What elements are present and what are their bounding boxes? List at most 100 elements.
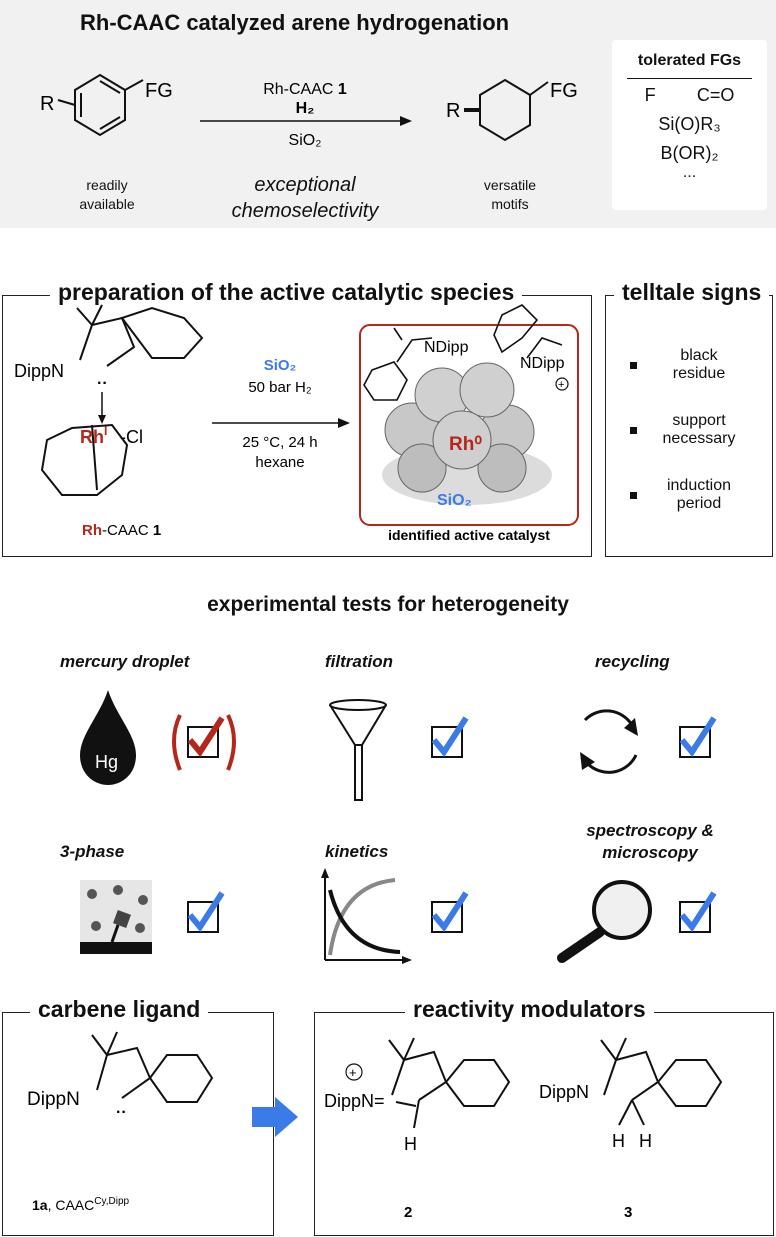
cmpd3-dippn: DippN [539, 1082, 589, 1102]
fg-more: ... [682, 164, 697, 181]
reagent-h2: H₂ [296, 100, 315, 117]
active-catalyst-label: identified active catalyst [388, 527, 550, 543]
rh-nanoparticle [384, 362, 535, 493]
tolerated-rule [627, 78, 752, 79]
fg-silane: Si(O)R₃ [658, 114, 721, 134]
ligand-label: 1a, CAACCy,Dipp [32, 1196, 130, 1213]
compound-2-structure [388, 1037, 511, 1129]
sio2-label: SiO₂ [437, 492, 472, 509]
cmpd2-label: 2 [404, 1204, 412, 1221]
chloride: -Cl [120, 427, 143, 447]
preparation-title: preparation of the active catalytic spec… [50, 279, 523, 306]
cond-sio2: SiO₂ [264, 357, 297, 374]
carbene-ligand-title: carbene ligand [30, 996, 209, 1023]
hg-label: Hg [95, 752, 118, 772]
bullet-icon [630, 491, 637, 499]
transition-arrow-icon [252, 1097, 298, 1137]
caac-ring [40, 304, 204, 496]
blue-check-icon [679, 716, 717, 758]
fg-carbonyl: C=O [696, 85, 735, 105]
telltale-item: support necessary [630, 405, 760, 455]
paren-right-icon [226, 714, 236, 771]
test-label-filtration: filtration [325, 652, 393, 671]
product-r: R [446, 100, 460, 122]
telltale-item: black residue [630, 340, 760, 390]
carbene-lone-pair: ·· [116, 1104, 127, 1121]
test-label-kinetics: kinetics [325, 842, 389, 861]
reactant-fg: FG [145, 80, 173, 102]
blue-check-icon [679, 891, 717, 933]
kinetics-plot-icon [321, 868, 412, 964]
plus-charge-icon [345, 1063, 363, 1081]
complex-label: Rh-CAAC 1 [82, 522, 161, 539]
recycle-arrows-icon [580, 709, 638, 774]
ndipp-left: NDipp [424, 339, 469, 356]
rh0-label: Rh⁰ [449, 434, 482, 455]
reactant-r: R [40, 93, 54, 115]
magnifier-icon [557, 880, 652, 963]
telltale-item: induction period [630, 470, 760, 520]
cmpd3-h1: H [612, 1131, 625, 1151]
ligand-dippn: DippN [27, 1089, 80, 1110]
test-label-recycling: recycling [595, 652, 670, 671]
tolerated-row-1: F C=O [612, 85, 767, 106]
modulators-structures: + DippN= H 2 DippN H H 3 [324, 1037, 723, 1221]
cond-pressure: 50 bar H₂ [248, 379, 312, 396]
blue-check-icon [187, 891, 225, 933]
telltale-text: induction period [666, 477, 732, 512]
cyclohexane-ring [464, 78, 549, 142]
plus-sign: + [349, 1065, 357, 1080]
fg-boronate: B(OR)₂ [660, 143, 719, 163]
tests-title: experimental tests for heterogeneity [207, 593, 569, 616]
reagent-catalyst: Rh-CAAC 1 [263, 81, 347, 98]
carbene-dots: ·· [97, 375, 108, 392]
three-phase-icon [80, 880, 152, 954]
bullet-icon [630, 361, 637, 369]
plus-sign: + [558, 379, 564, 391]
telltale-title: telltale signs [614, 279, 770, 306]
active-catalyst-frame [359, 324, 579, 526]
fg-f: F [644, 85, 656, 105]
benzene-ring [57, 73, 144, 137]
tolerated-title: tolerated FGs [637, 52, 742, 69]
hydrogenation-scheme: FG R Rh-CAAC 1 H₂ SiO₂ FG R [40, 73, 578, 149]
telltale-box [605, 295, 773, 557]
telltale-list: black residue support necessary inductio… [630, 340, 760, 520]
caac-ligand-structure: DippN ·· 1a, CAACCy,Dipp [27, 1031, 214, 1213]
paren-left-icon [172, 714, 182, 771]
blue-check-icon [431, 716, 469, 758]
cmpd2-dippn: DippN= [324, 1091, 385, 1111]
cmpd3-h2: H [639, 1131, 652, 1151]
telltale-text: support necessary [662, 412, 736, 447]
adsorbed-ligands [363, 304, 563, 401]
funnel-icon [329, 699, 387, 801]
page-title: Rh-CAAC catalyzed arene hydrogenation [80, 10, 510, 35]
cmpd2-h: H [404, 1134, 417, 1154]
rh-atom: RhI [80, 424, 107, 447]
test-label-spectroscopy: spectroscopy & microscopy [586, 821, 714, 862]
product-caption: versatile motifs [483, 177, 537, 212]
dipp-n: DippN [14, 361, 64, 381]
red-check-icon [187, 716, 225, 758]
bullet-icon [630, 426, 637, 434]
middle-caption: exceptional chemoselectivity [231, 174, 379, 222]
ndipp-right: NDipp [520, 355, 565, 372]
test-label-3phase: 3-phase [60, 842, 125, 861]
test-label-mercury: mercury droplet [60, 652, 190, 671]
telltale-text: black residue [672, 347, 726, 382]
cond-temp: 25 °C, 24 h [242, 434, 317, 451]
tolerated-fgs-box: tolerated FGs F C=O Si(O)R₃ B(OR)₂ ... [612, 40, 767, 210]
mercury-drop-icon [80, 690, 136, 785]
reagent-sio2: SiO₂ [289, 132, 322, 149]
blue-check-icon [431, 891, 469, 933]
preparation-scheme: DippN ·· RhI -Cl Rh-CAAC 1 SiO₂ 50 bar H… [14, 304, 579, 543]
modulators-title: reactivity modulators [405, 996, 654, 1023]
plus-charge-icon [555, 377, 569, 391]
reaction-arrow [200, 116, 412, 126]
cond-solvent: hexane [255, 454, 304, 471]
compound-3-structure [600, 1037, 723, 1126]
tests-icons: Hg [80, 690, 717, 964]
cmpd3-label: 3 [624, 1204, 632, 1221]
reactant-caption: readily available [79, 177, 135, 212]
product-fg: FG [550, 80, 578, 102]
